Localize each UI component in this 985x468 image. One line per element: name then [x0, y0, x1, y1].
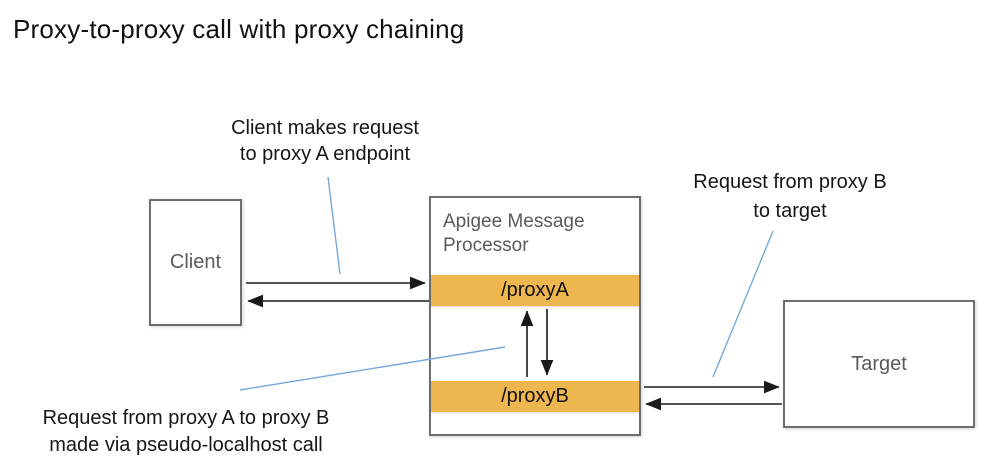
- annotation-line: Client makes request: [231, 117, 419, 139]
- message-processor-label: Apigee Message Processor: [443, 211, 585, 256]
- target-label: Target: [851, 352, 907, 375]
- annotation-line: Request from proxy A to proxy B: [42, 407, 330, 429]
- annotation-line: to target: [753, 200, 827, 222]
- leader-line-client-annotation: [327, 176, 341, 275]
- annotation-proxya-to-proxyb: Request from proxy A to proxy B made via…: [30, 405, 342, 459]
- proxy-a-label: /proxyA: [501, 279, 569, 301]
- client-label: Client: [169, 251, 222, 273]
- annotation-line: to proxy A endpoint: [239, 143, 411, 165]
- annotation-line: made via pseudo-localhost call: [49, 434, 323, 456]
- leader-line-target-annotation: [712, 230, 774, 378]
- target-node: Target: [783, 300, 975, 428]
- annotation-proxyb-to-target: Request from proxy B to target: [668, 168, 912, 226]
- proxy-b-label: /proxyB: [501, 385, 569, 407]
- client-node: Client: [149, 199, 242, 326]
- diagram-title: Proxy-to-proxy call with proxy chaining: [13, 14, 465, 44]
- annotation-line: Request from proxy B: [693, 171, 887, 193]
- message-processor-node: Apigee Message Processor /proxyA /proxyB: [429, 196, 641, 436]
- proxy-a-bar: /proxyA: [431, 275, 639, 306]
- proxy-b-bar: /proxyB: [431, 381, 639, 412]
- annotation-client-request: Client makes request to proxy A endpoint: [205, 115, 445, 167]
